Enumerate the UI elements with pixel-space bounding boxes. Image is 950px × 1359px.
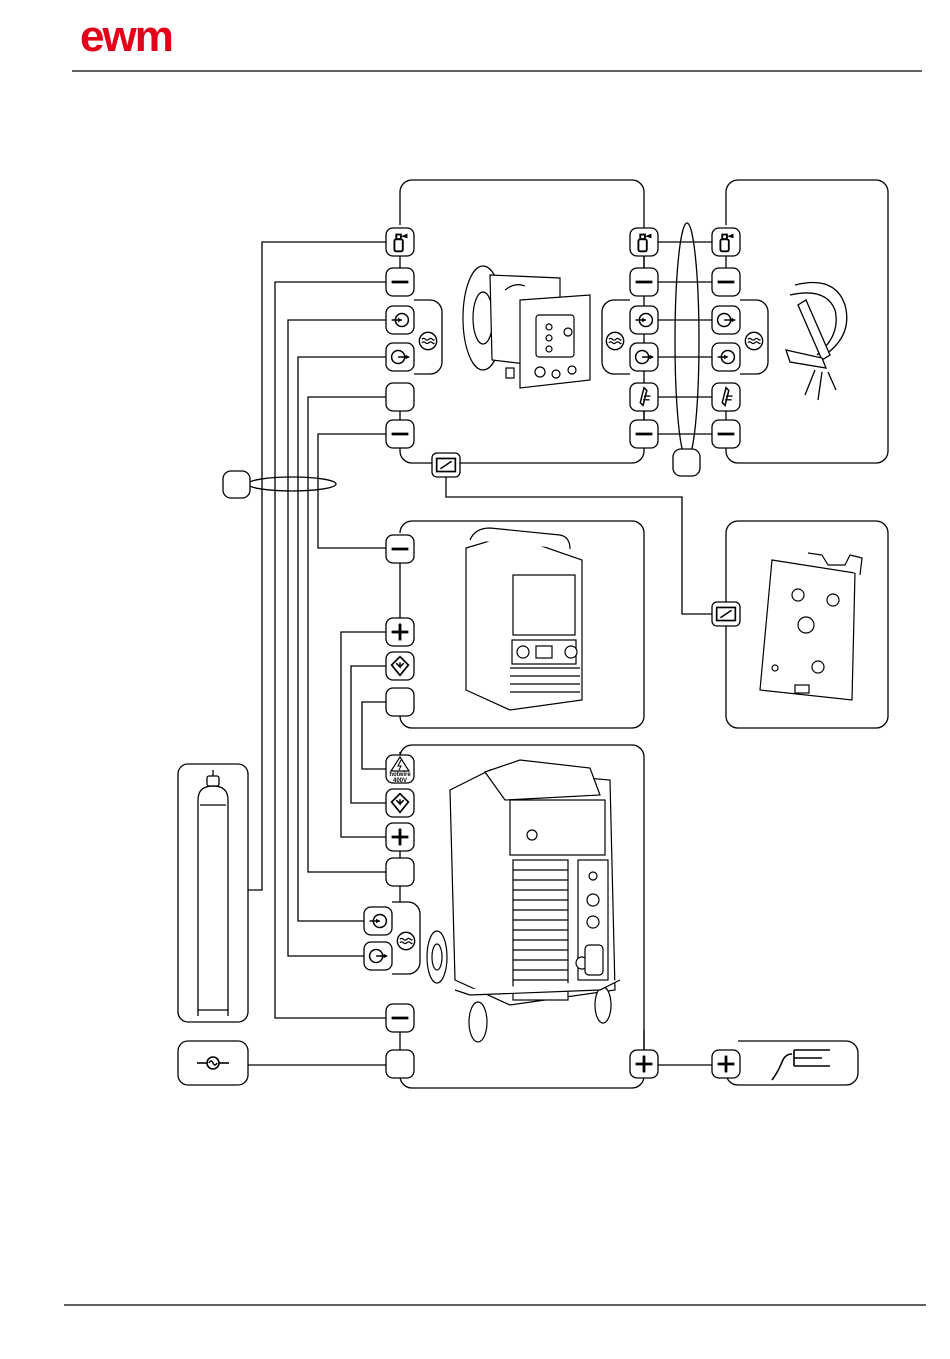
gas-cylinder-frame <box>178 764 248 1022</box>
main-power-source-illustration <box>427 760 620 1042</box>
workpiece-frame <box>726 1041 858 1085</box>
main-mains-socket <box>386 1050 414 1078</box>
coolant-group-main <box>392 902 420 974</box>
coolant-icon <box>397 932 414 949</box>
ref-box-hose-package <box>223 471 250 498</box>
gas-cylinder <box>198 770 228 1016</box>
torch-hose-ellipse <box>675 223 699 459</box>
coolant-group-feeder-out <box>602 300 630 374</box>
ac-plug-icon <box>197 1057 229 1069</box>
torch-illustration <box>786 283 847 401</box>
coolant-icon <box>419 332 436 349</box>
coolant-group-torch <box>740 300 768 374</box>
hotwire-power-source-illustration <box>466 528 582 710</box>
hotwire-control-socket <box>386 688 414 716</box>
coolant-group-feeder <box>414 300 442 374</box>
workpiece-icon <box>772 1050 830 1080</box>
wire-feeder-illustration <box>463 266 590 388</box>
coolant-icon <box>745 332 762 349</box>
remote-control-illustration <box>760 553 862 700</box>
ref-box-torch-hose <box>673 449 700 476</box>
coolant-icon <box>606 332 623 349</box>
main-control-socket <box>386 858 414 886</box>
hose-bundle-ellipse <box>248 477 336 491</box>
warning-label-line2: 400V <box>393 778 407 784</box>
feeder-control-socket <box>386 383 414 411</box>
